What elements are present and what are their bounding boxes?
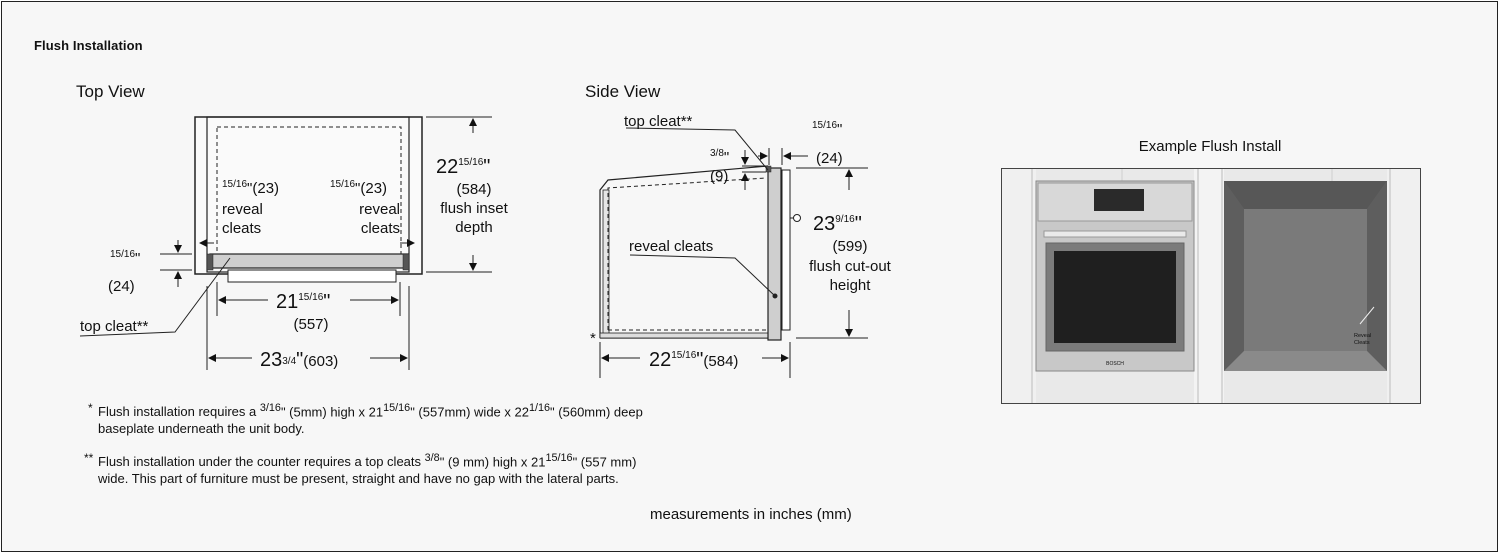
top-view-drawing — [79, 116, 492, 370]
height-line2: height — [830, 277, 872, 294]
note-1-line2: baseplate underneath the unit body. — [98, 421, 305, 437]
cleat-height-inch: " — [724, 149, 729, 166]
left-cleat — [206, 253, 214, 271]
side-depth-inch: " — [696, 349, 703, 371]
inner-width-frac: 15/16 — [298, 292, 323, 303]
top-view-top-cleat: top cleat** — [80, 318, 149, 335]
height-inch: " — [855, 213, 862, 235]
note-1: * Flush installation requires a 3/16" (5… — [88, 400, 870, 437]
note-1-d: " (560mm) deep — [550, 404, 643, 420]
note-1-star: * — [88, 401, 93, 415]
height-frac: 9/16 — [835, 214, 855, 225]
side-view-drawing — [599, 127, 868, 378]
outer-width-whole: 23 — [260, 349, 282, 371]
note-1-b: " (5mm) high x 21 — [280, 404, 384, 420]
example-reveal-label-2: Cleats — [1354, 340, 1370, 346]
front-gap-mm: (24) — [816, 150, 843, 167]
example-illustration: BOSCH Reveal Cleats — [1002, 169, 1420, 403]
inner-width-whole: 21 — [276, 291, 298, 313]
outer-width-frac: 3/4 — [282, 356, 296, 367]
example-photo: BOSCH Reveal Cleats — [1001, 168, 1421, 404]
side-asterisk: * — [590, 330, 596, 347]
cleat-height-frac: 3/8 — [710, 148, 724, 159]
cabinet-outline — [194, 116, 423, 275]
note-2: ** Flush installation under the counter … — [84, 450, 884, 487]
cleat-height-mm: (9) — [710, 168, 728, 185]
front-gap-inch: " — [837, 121, 842, 138]
top-view-label: Top View — [76, 82, 145, 101]
side-view-label: Side View — [585, 82, 661, 101]
depth-inch: " — [483, 156, 490, 178]
depth-line1: flush inset — [440, 200, 508, 217]
side-gap-mm: (24) — [108, 278, 135, 295]
right-reveal-frac: 15/16 — [330, 179, 355, 190]
front-panel — [209, 253, 409, 269]
svg-text:2115/16": 2115/16" — [276, 291, 330, 313]
note-2-star: ** — [84, 451, 94, 465]
note-1-c: " (557mm) wide x 22 — [410, 404, 529, 420]
inner-width-inch: " — [323, 291, 330, 313]
height-whole: 23 — [813, 213, 835, 235]
note-1-frac1: 3/16 — [259, 402, 281, 414]
side-depth-mm: (584) — [703, 353, 738, 370]
height-mm: (599) — [832, 238, 867, 255]
front-gap-frac: 15/16 — [812, 120, 837, 131]
example-title: Example Flush Install — [1138, 138, 1282, 155]
left-reveal-frac: 15/16 — [222, 179, 247, 190]
depth-mm: (584) — [456, 181, 491, 198]
svg-text:15/16": 15/16" — [812, 120, 842, 138]
height-line1: flush cut-out — [809, 258, 892, 275]
svg-text:15/16"(23): 15/16"(23) — [222, 179, 279, 197]
depth-frac: 15/16 — [458, 157, 483, 168]
note-1-frac2: 15/16 — [383, 402, 411, 414]
svg-text:2215/16"(584): 2215/16"(584) — [649, 349, 738, 371]
depth-whole: 22 — [436, 156, 458, 178]
svg-text:15/16"(23): 15/16"(23) — [330, 179, 387, 197]
note-2-c: " (557 mm) — [572, 454, 637, 470]
example-brand: BOSCH — [1106, 361, 1124, 367]
note-1-a: Flush installation requires a — [98, 404, 260, 420]
side-depth-frac: 15/16 — [671, 350, 696, 361]
depth-line2: depth — [455, 219, 493, 236]
side-reveal-cleats: reveal cleats — [629, 238, 713, 255]
side-gap-inch: " — [135, 250, 140, 267]
right-reveal-line1: reveal — [359, 201, 400, 218]
left-reveal-line1: reveal — [222, 201, 263, 218]
right-cleat — [402, 253, 410, 271]
svg-text:15/16": 15/16" — [110, 249, 140, 267]
note-2-line2: wide. This part of furniture must be pre… — [98, 471, 619, 487]
right-reveal-dim: "(23) — [355, 180, 387, 197]
note-2-b: " (9 mm) high x 21 — [439, 454, 546, 470]
side-depth-whole: 22 — [649, 349, 671, 371]
side-view-top-cleat: top cleat** — [624, 113, 693, 130]
svg-text:3/8": 3/8" — [710, 148, 729, 166]
svg-text:233/4"(603): 233/4"(603) — [260, 349, 338, 371]
side-gap-frac: 15/16 — [110, 249, 135, 260]
units-note: measurements in inches (mm) — [650, 506, 852, 523]
note-2-a: Flush installation under the counter req… — [98, 454, 425, 470]
svg-text:2215/16": 2215/16" — [436, 156, 490, 178]
note-2-frac1: 3/8 — [424, 452, 440, 464]
example-reveal-label-1: Reveal — [1354, 333, 1371, 339]
svg-text:239/16": 239/16" — [813, 213, 862, 235]
left-reveal-dim: "(23) — [247, 180, 279, 197]
right-reveal-line2: cleats — [361, 220, 400, 237]
side-front-panel — [767, 167, 782, 341]
left-reveal-line2: cleats — [222, 220, 261, 237]
outer-width-inch: " — [296, 349, 303, 371]
figure-title: Flush Installation — [34, 38, 143, 53]
note-1-frac3: 1/16 — [528, 402, 551, 414]
inner-width-mm: (557) — [293, 316, 328, 333]
note-2-frac2: 15/16 — [545, 452, 573, 464]
outer-width-mm: (603) — [303, 353, 338, 370]
handle — [227, 269, 397, 283]
